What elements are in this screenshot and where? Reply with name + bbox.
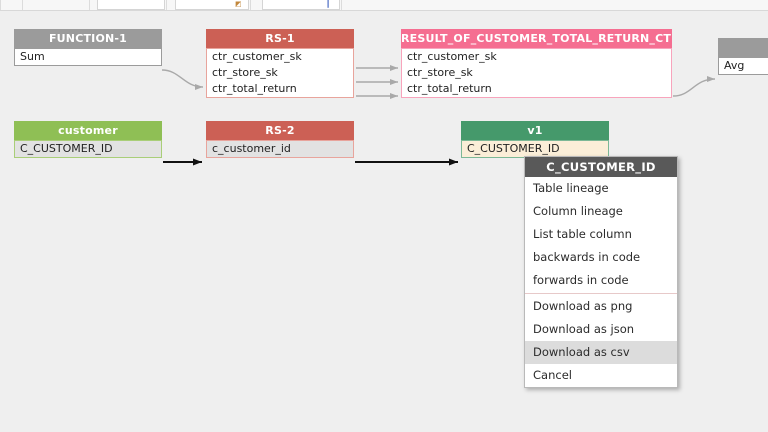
node-row-ctr-total-return[interactable]: ctr_total_return xyxy=(212,82,297,95)
node-row-avg[interactable]: Avg xyxy=(724,59,745,72)
toolbar-glyph-icon: ┃ xyxy=(326,0,331,8)
toolbar-cell-1[interactable] xyxy=(97,0,165,10)
context-menu-title: C_CUSTOMER_ID xyxy=(525,157,677,177)
node-header-title: customer xyxy=(14,121,162,140)
edge-layer xyxy=(161,65,716,166)
node-header-title: v1 xyxy=(461,121,609,140)
node-body: Sum xyxy=(14,48,162,66)
toolbar-cell-3[interactable] xyxy=(262,0,340,10)
node-body: Avg xyxy=(718,57,768,75)
menu-item-column-lineage[interactable]: Column lineage xyxy=(533,204,623,218)
node-row-c-customer-id[interactable]: c_customer_id xyxy=(207,141,353,157)
node-header-title: RESULT_OF_CUSTOMER_TOTAL_RETURN_CTR1 xyxy=(401,29,672,48)
node-function-2[interactable]: FU Avg xyxy=(718,38,768,75)
node-row-sum[interactable]: Sum xyxy=(20,50,45,63)
node-row-ctr-customer-sk[interactable]: ctr_customer_sk xyxy=(212,50,302,63)
menu-item-cancel[interactable]: Cancel xyxy=(533,368,572,382)
toolbar-divider-5 xyxy=(341,0,342,10)
node-row-ctr-customer-sk[interactable]: ctr_customer_sk xyxy=(407,50,497,63)
node-header-title: RS-2 xyxy=(206,121,354,140)
top-toolbar: ◩┃ xyxy=(0,0,768,11)
menu-item-backwards-in-code[interactable]: backwards in code xyxy=(533,250,641,264)
node-header-title: FUNCTION-1 xyxy=(14,29,162,48)
toolbar-glyph-icon: ◩ xyxy=(235,0,242,8)
toolbar-divider-1 xyxy=(22,0,23,10)
toolbar-divider-0 xyxy=(0,0,1,10)
menu-item-download-as-json[interactable]: Download as json xyxy=(533,322,635,336)
toolbar-divider-3 xyxy=(166,0,167,10)
node-row-c-customer-id[interactable]: C_CUSTOMER_ID xyxy=(15,141,161,157)
node-header-title: RS-1 xyxy=(206,29,354,48)
menu-item-download-as-csv[interactable]: Download as csv xyxy=(525,341,677,364)
menu-item-download-as-png[interactable]: Download as png xyxy=(533,299,633,313)
node-header-title: FU xyxy=(718,38,768,57)
edge-function1-to-rs1 xyxy=(161,69,204,90)
edge-result-to-function2 xyxy=(672,76,716,97)
toolbar-divider-2 xyxy=(89,0,90,10)
node-row-c-customer-id[interactable]: C_CUSTOMER_ID xyxy=(462,141,608,157)
node-body: C_CUSTOMER_ID xyxy=(14,140,162,158)
menu-separator xyxy=(525,293,677,294)
node-body: c_customer_id xyxy=(206,140,354,158)
toolbar-divider-4 xyxy=(250,0,251,10)
menu-item-table-lineage[interactable]: Table lineage xyxy=(533,181,609,195)
menu-item-forwards-in-code[interactable]: forwards in code xyxy=(533,273,629,287)
node-row-ctr-store-sk[interactable]: ctr_store_sk xyxy=(212,66,278,79)
toolbar-cell-2[interactable] xyxy=(175,0,249,10)
node-body: ctr_customer_sk ctr_store_sk ctr_total_ret… xyxy=(401,48,672,98)
node-rs-1[interactable]: RS-1 ctr_customer_sk ctr_store_sk ctr_total… xyxy=(206,29,354,98)
node-row-ctr-store-sk[interactable]: ctr_store_sk xyxy=(407,66,473,79)
node-row-ctr-total-return[interactable]: ctr_total_return xyxy=(407,82,492,95)
node-body: ctr_customer_sk ctr_store_sk ctr_total_ret… xyxy=(206,48,354,98)
menu-item-list-table-column[interactable]: List table column xyxy=(533,227,632,241)
